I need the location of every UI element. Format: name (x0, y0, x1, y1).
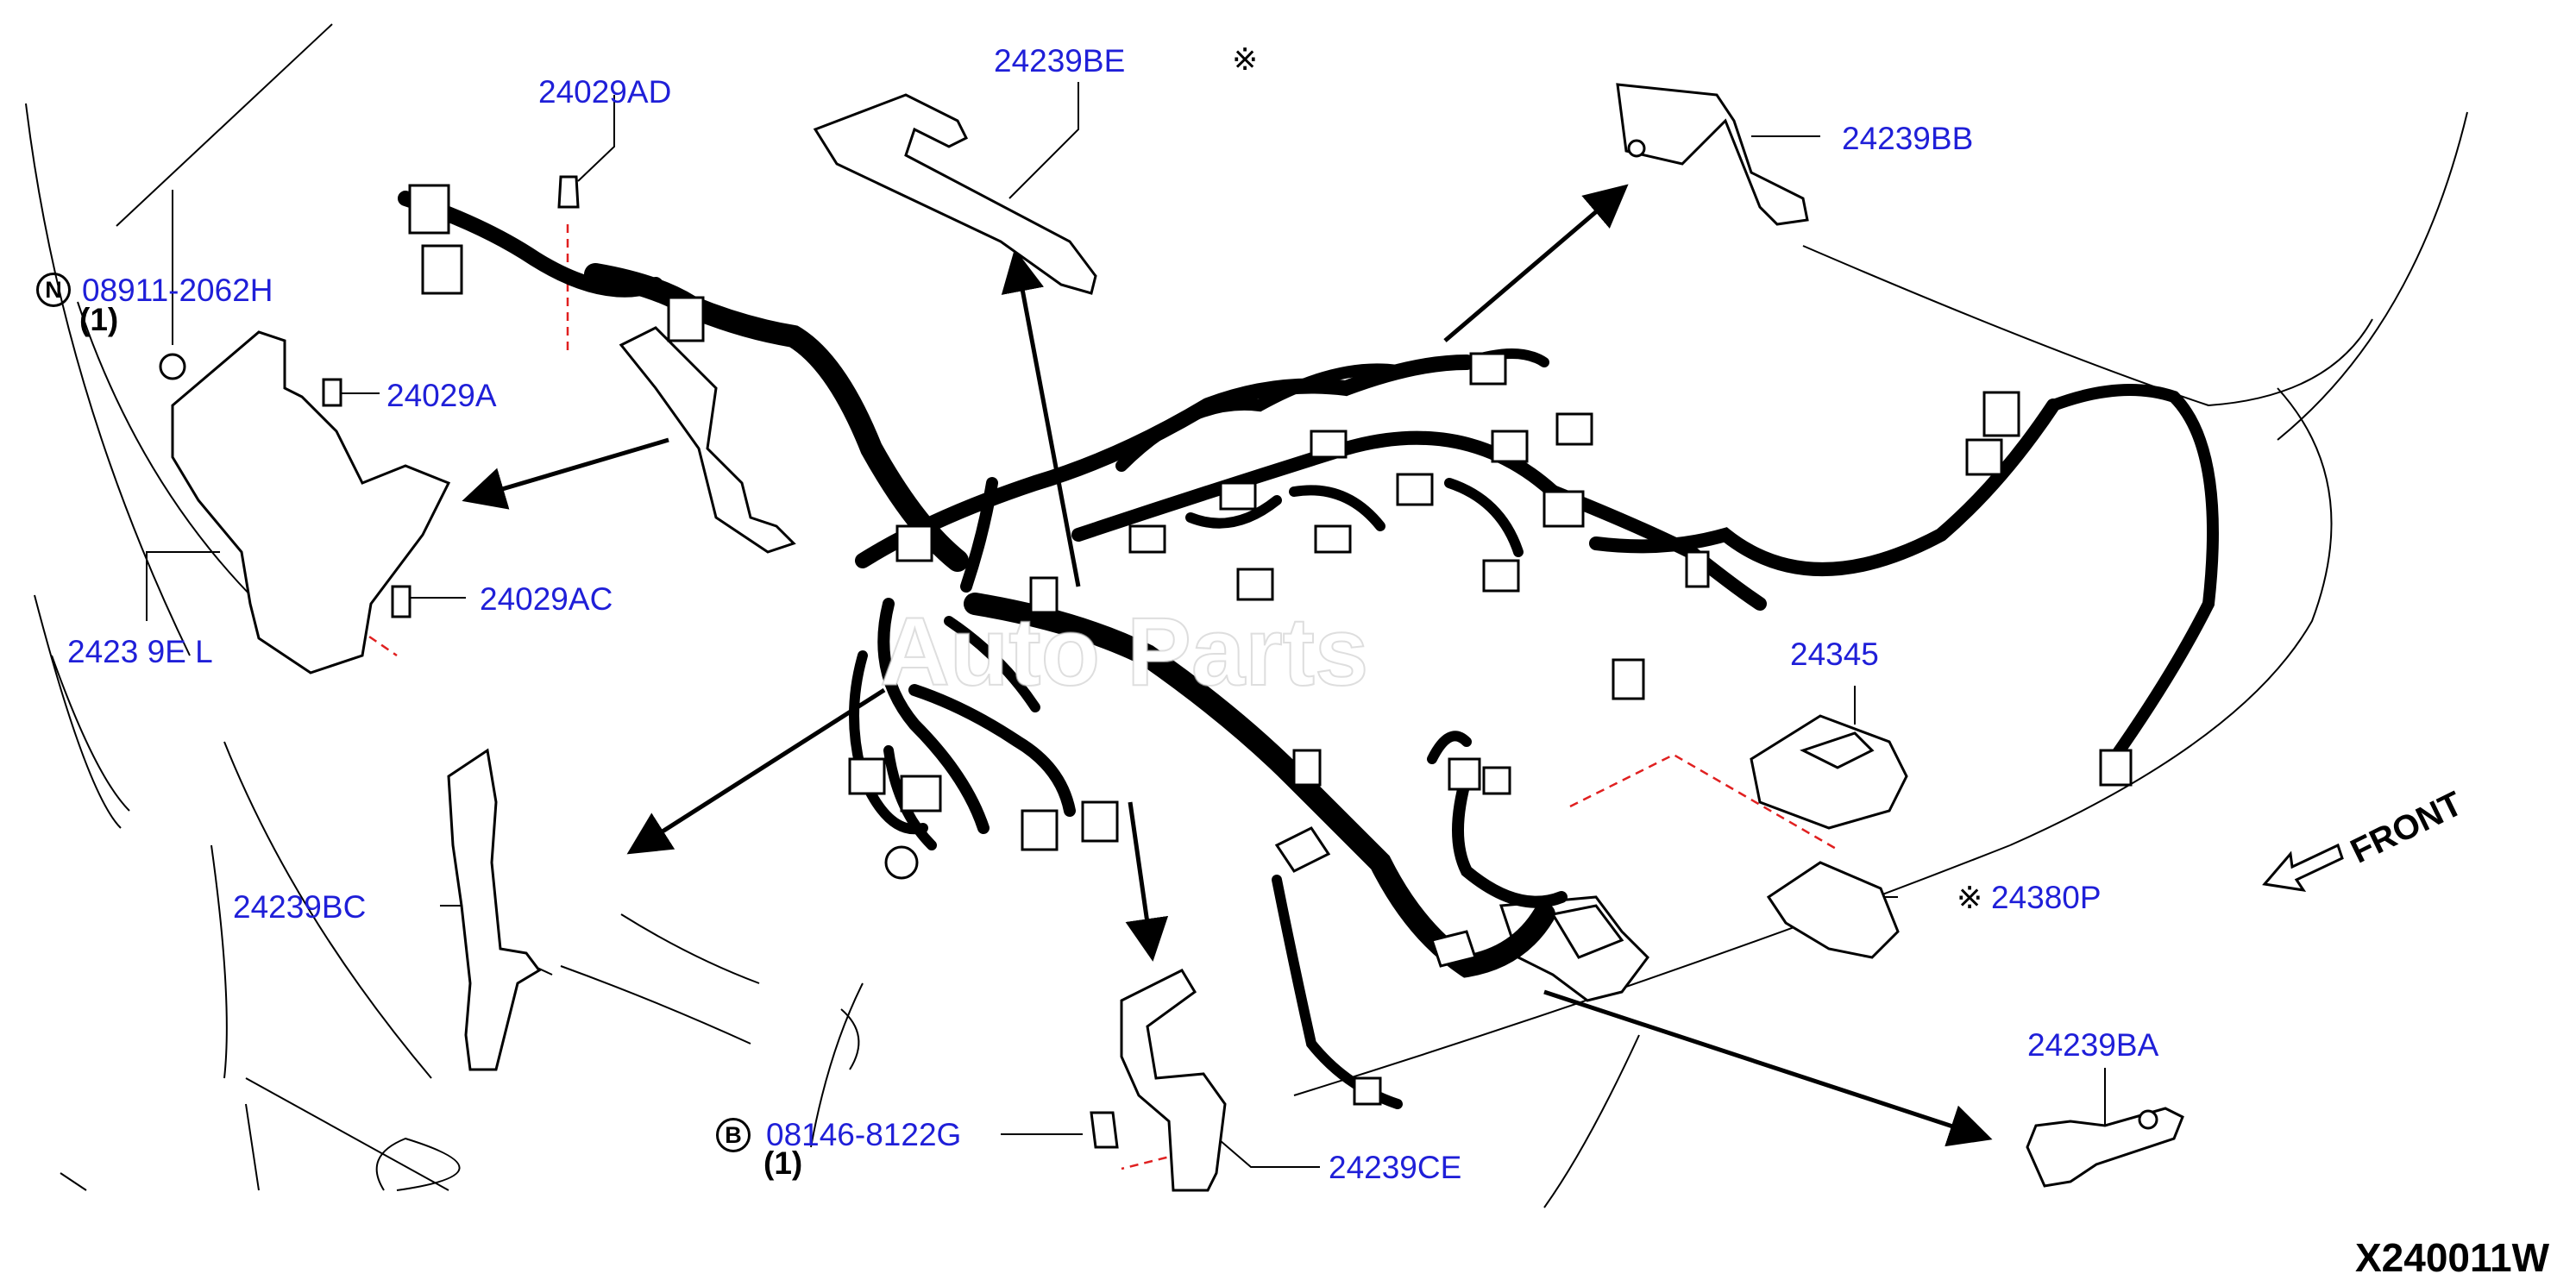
part-label-24239BE[interactable]: 24239BE (994, 43, 1126, 78)
part-label-24239BL[interactable]: 2423 9E L (67, 634, 213, 669)
qty-08146-8122G: (1) (763, 1145, 803, 1181)
drawing-code: X240011W (2355, 1235, 2550, 1280)
part-label-24239BA[interactable]: 24239BA (2027, 1027, 2159, 1063)
part-label-24029AD[interactable]: 24029AD (538, 74, 672, 110)
front-arrow-icon (2262, 843, 2344, 893)
part-label-24239CE[interactable]: 24239CE (1329, 1150, 1462, 1185)
part-label-24239BB[interactable]: 24239BB (1842, 121, 1974, 156)
bolt-symbol-icon: B (716, 1118, 751, 1152)
direction-arrows (462, 184, 1993, 1147)
part-label-24029AC[interactable]: 24029AC (480, 581, 613, 617)
part-label-24380P[interactable]: 24380P (1991, 880, 2102, 915)
part-label-08146-8122G[interactable]: 08146-8122G (766, 1117, 962, 1152)
connectors (408, 184, 2133, 1106)
part-label-24239BC[interactable]: 24239BC (233, 889, 367, 925)
harness-clips (1274, 826, 1624, 968)
qty-08911-2062H: (1) (79, 302, 119, 337)
reference-mark-24380P: ※ (1957, 881, 1983, 916)
relay-boxes (1750, 714, 1908, 959)
part-label-24029A[interactable]: 24029A (386, 378, 497, 413)
fasteners (159, 175, 1119, 1149)
nut-symbol-icon: N (36, 273, 71, 307)
watermark: Auto Parts (879, 598, 1369, 706)
part-label-24345[interactable]: 24345 (1790, 637, 1879, 672)
reference-mark: ※ (1232, 42, 1259, 78)
part-label-08911-2062H[interactable]: 08911-2062H (82, 273, 273, 308)
